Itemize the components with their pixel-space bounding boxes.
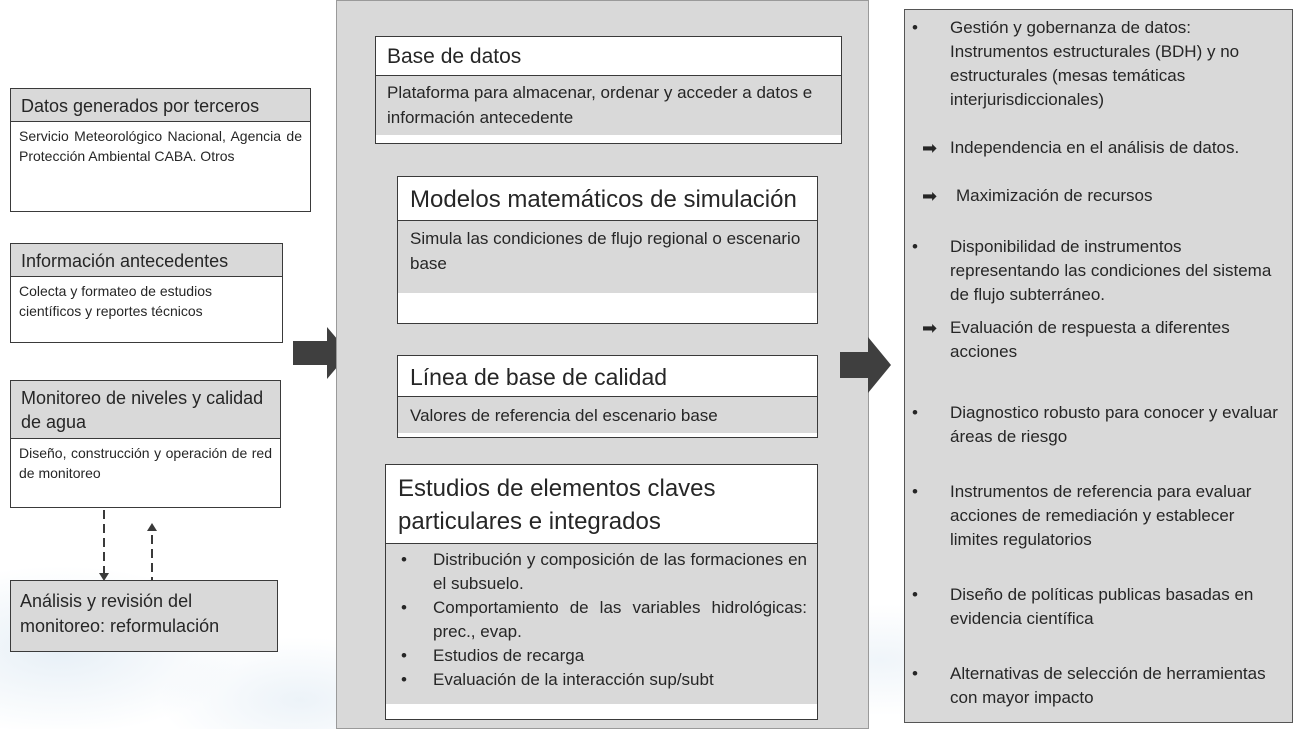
estudios-box: Estudios de elementos claves particulare… [385,464,818,720]
feedback-arrows [99,510,157,586]
estudios-item: Estudios de recarga [386,644,807,668]
outcome-sub-text: Evaluación de respuesta a diferentes acc… [950,318,1230,361]
outcome-text: Gestión y gobernanza de datos: Instrumen… [950,18,1240,109]
estudios-item: Comportamiento de las variables hidrológ… [386,596,807,644]
linea-base-box: Línea de base de calidad Valores de refe… [397,355,818,438]
outcome-text: Diseño de políticas publicas basadas en … [950,585,1254,628]
terceros-body: Servicio Meteorológico Nacional, Agencia… [19,128,302,164]
up-arrowhead [147,523,157,531]
analisis-box: Análisis y revisión del monitoreo: refor… [10,580,278,652]
monitoreo-body: Diseño, construcción y operación de red … [19,445,272,481]
outcome-text: Instrumentos de referencia para evaluar … [950,482,1252,549]
right-panel [904,9,1293,723]
antecedentes-title: Información antecedentes [11,244,282,277]
monitoreo-title: Monitoreo de niveles y calidad de agua [11,381,280,439]
terceros-title: Datos generados por terceros [11,89,310,122]
estudios-title: Estudios de elementos claves particulare… [386,465,817,544]
outcome-text: Diagnostico robusto para conocer y evalu… [950,403,1278,446]
modelos-box: Modelos matemáticos de simulación Simula… [397,176,818,324]
down-arrowhead [99,573,109,581]
linea-base-title: Línea de base de calidad [398,356,817,397]
outcome-sub-text: Maximización de recursos [956,186,1153,205]
outcome-text: Alternativas de selección de herramienta… [950,664,1266,707]
flow-arrow-left [293,327,349,379]
antecedentes-box: Información antecedentes Colecta y forma… [10,243,283,343]
outcomes-list: • Gestión y gobernanza de datos: Instrum… [904,16,1293,716]
antecedentes-body: Colecta y formateo de estudios científic… [19,283,212,319]
linea-base-body: Valores de referencia del escenario base [398,397,817,433]
estudios-list: Distribución y composición de las formac… [386,544,817,704]
estudios-item: Evaluación de la interacción sup/subt [386,668,807,692]
arrow-right-icon: ➡ [922,318,938,338]
arrow-right-icon: ➡ [922,138,938,158]
analisis-title: Análisis y revisión del monitoreo: refor… [20,591,220,636]
modelos-title: Modelos matemáticos de simulación [398,177,817,221]
base-datos-body: Plataforma para almacenar, ordenar y acc… [376,76,841,135]
terceros-box: Datos generados por terceros Servicio Me… [10,88,311,212]
base-datos-box: Base de datos Plataforma para almacenar,… [375,36,842,144]
flow-arrow-right [840,337,891,393]
arrow-right-icon: ➡ [922,186,938,206]
modelos-body: Simula las condiciones de flujo regional… [398,221,817,293]
estudios-item: Distribución y composición de las formac… [386,548,807,596]
monitoreo-box: Monitoreo de niveles y calidad de agua D… [10,380,281,508]
outcome-text: Disponibilidad de instrumentos represent… [950,237,1272,304]
base-datos-title: Base de datos [376,37,841,76]
outcome-sub-text: Independencia en el análisis de datos. [950,138,1240,157]
